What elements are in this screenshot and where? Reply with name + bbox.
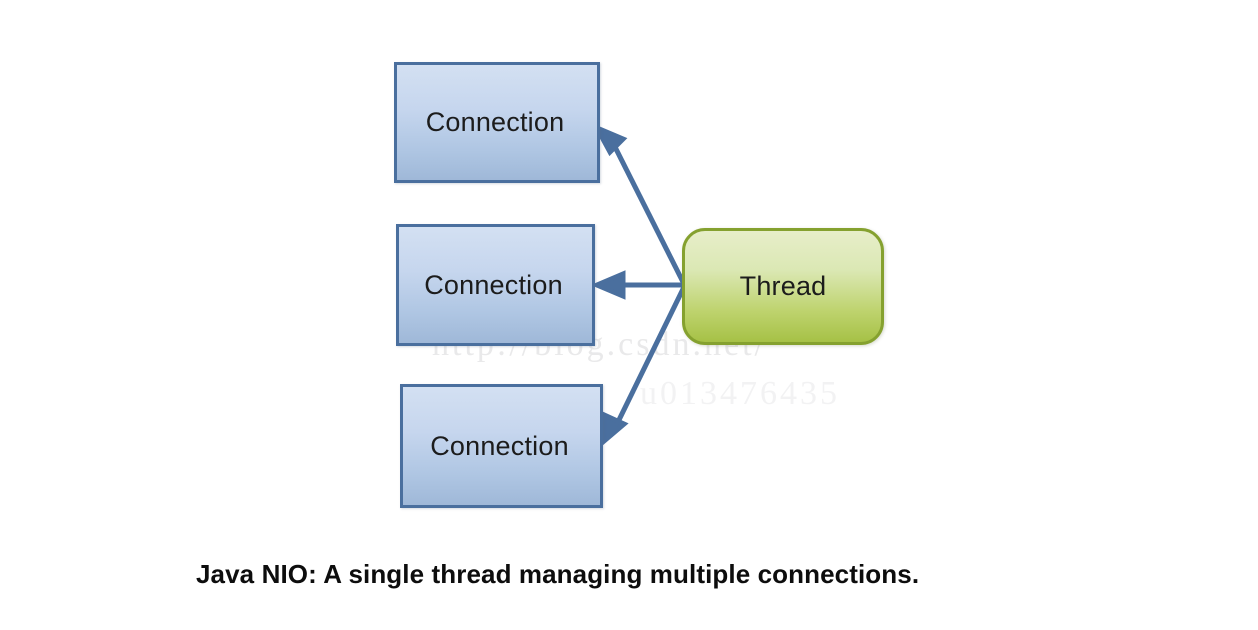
edge-thread-to-connection-3 [596,285,687,446]
edge-thread-to-connection-2 [590,270,684,300]
node-connection-1[interactable]: Connection [394,62,600,183]
edge-thread-to-connection-1 [591,122,687,286]
node-thread[interactable]: Thread [682,228,884,345]
node-connection-2-label: Connection [424,269,563,300]
node-connection-2[interactable]: Connection [396,224,595,346]
diagram-caption: Java NIO: A single thread managing multi… [196,559,920,589]
node-connection-1-label: Connection [425,107,565,137]
watermark-line-2: u013476435 [640,375,840,412]
node-thread-label: Thread [739,271,827,301]
node-connection-3[interactable]: Connection [400,384,603,508]
node-connection-3-label: Connection [430,430,569,461]
